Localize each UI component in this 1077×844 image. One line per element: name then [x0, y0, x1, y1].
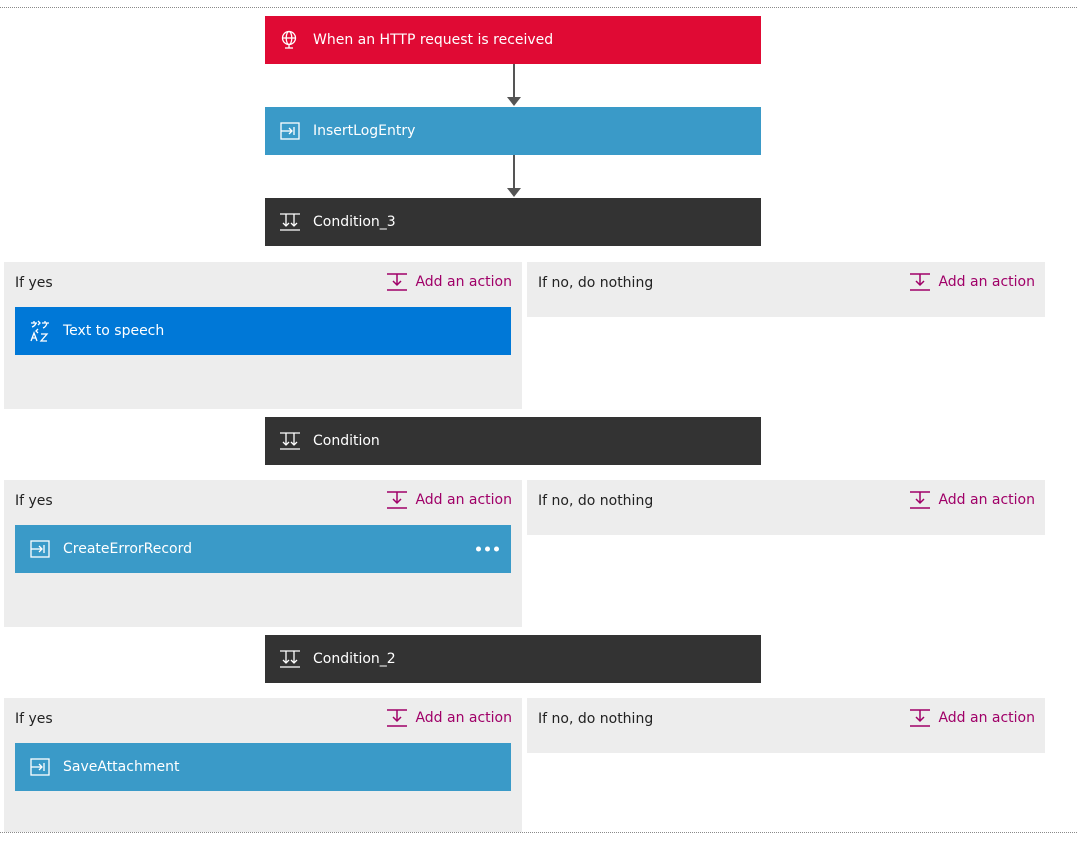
if-yes-branch: If yes Add an action CreateErrorRecord	[4, 480, 522, 627]
condition-3-card[interactable]: Condition_3	[265, 198, 761, 246]
add-action-button[interactable]: Add an action	[909, 272, 1035, 292]
add-action-button[interactable]: Add an action	[386, 490, 512, 510]
add-action-label: Add an action	[938, 710, 1035, 726]
globe-icon	[279, 29, 301, 51]
add-action-icon	[387, 491, 408, 509]
branch-label: If no, do nothing	[538, 493, 654, 509]
bottom-divider	[0, 832, 1077, 833]
save-attachment-card[interactable]: SaveAttachment	[15, 743, 511, 791]
condition-2-card[interactable]: Condition_2	[265, 635, 761, 683]
action-label: Text to speech	[63, 323, 165, 339]
trigger-label: When an HTTP request is received	[313, 32, 554, 48]
condition-label: Condition_2	[313, 651, 396, 667]
connector-arrow	[513, 64, 515, 97]
condition-label: Condition	[313, 433, 380, 449]
arrow-head	[507, 188, 521, 197]
add-action-icon	[910, 709, 931, 727]
condition-icon	[279, 648, 301, 670]
if-no-branch: If no, do nothing Add an action	[527, 480, 1045, 535]
branch-label: If yes	[15, 275, 53, 291]
more-options-icon[interactable]	[476, 546, 499, 552]
top-divider	[0, 7, 1077, 8]
add-action-icon	[387, 709, 408, 727]
condition-card[interactable]: Condition	[265, 417, 761, 465]
add-action-label: Add an action	[938, 274, 1035, 290]
insert-log-entry-card[interactable]: InsertLogEntry	[265, 107, 761, 155]
add-action-icon	[387, 273, 408, 291]
create-error-record-card[interactable]: CreateErrorRecord	[15, 525, 511, 573]
action-label: SaveAttachment	[63, 759, 180, 775]
condition-label: Condition_3	[313, 214, 396, 230]
text-to-speech-card[interactable]: Text to speech	[15, 307, 511, 355]
if-yes-branch: If yes Add an action Text to speech	[4, 262, 522, 409]
action-label: CreateErrorRecord	[63, 541, 193, 557]
add-action-button[interactable]: Add an action	[909, 490, 1035, 510]
add-action-button[interactable]: Add an action	[386, 708, 512, 728]
arrow-head	[507, 97, 521, 106]
add-action-button[interactable]: Add an action	[909, 708, 1035, 728]
branch-label: If yes	[15, 711, 53, 727]
condition-icon	[279, 430, 301, 452]
add-action-label: Add an action	[415, 492, 512, 508]
step-label: InsertLogEntry	[313, 123, 416, 139]
add-action-label: Add an action	[938, 492, 1035, 508]
condition-icon	[279, 211, 301, 233]
if-no-branch: If no, do nothing Add an action	[527, 262, 1045, 317]
add-action-icon	[910, 491, 931, 509]
translate-icon	[29, 320, 51, 342]
if-yes-branch: If yes Add an action SaveAttachment	[4, 698, 522, 832]
add-action-button[interactable]: Add an action	[386, 272, 512, 292]
api-action-icon	[279, 120, 301, 142]
add-action-label: Add an action	[415, 710, 512, 726]
add-action-icon	[910, 273, 931, 291]
http-trigger-card[interactable]: When an HTTP request is received	[265, 16, 761, 64]
api-action-icon	[29, 756, 51, 778]
branch-label: If no, do nothing	[538, 275, 654, 291]
add-action-label: Add an action	[415, 274, 512, 290]
if-no-branch: If no, do nothing Add an action	[527, 698, 1045, 753]
api-action-icon	[29, 538, 51, 560]
connector-arrow	[513, 155, 515, 188]
branch-label: If yes	[15, 493, 53, 509]
branch-label: If no, do nothing	[538, 711, 654, 727]
